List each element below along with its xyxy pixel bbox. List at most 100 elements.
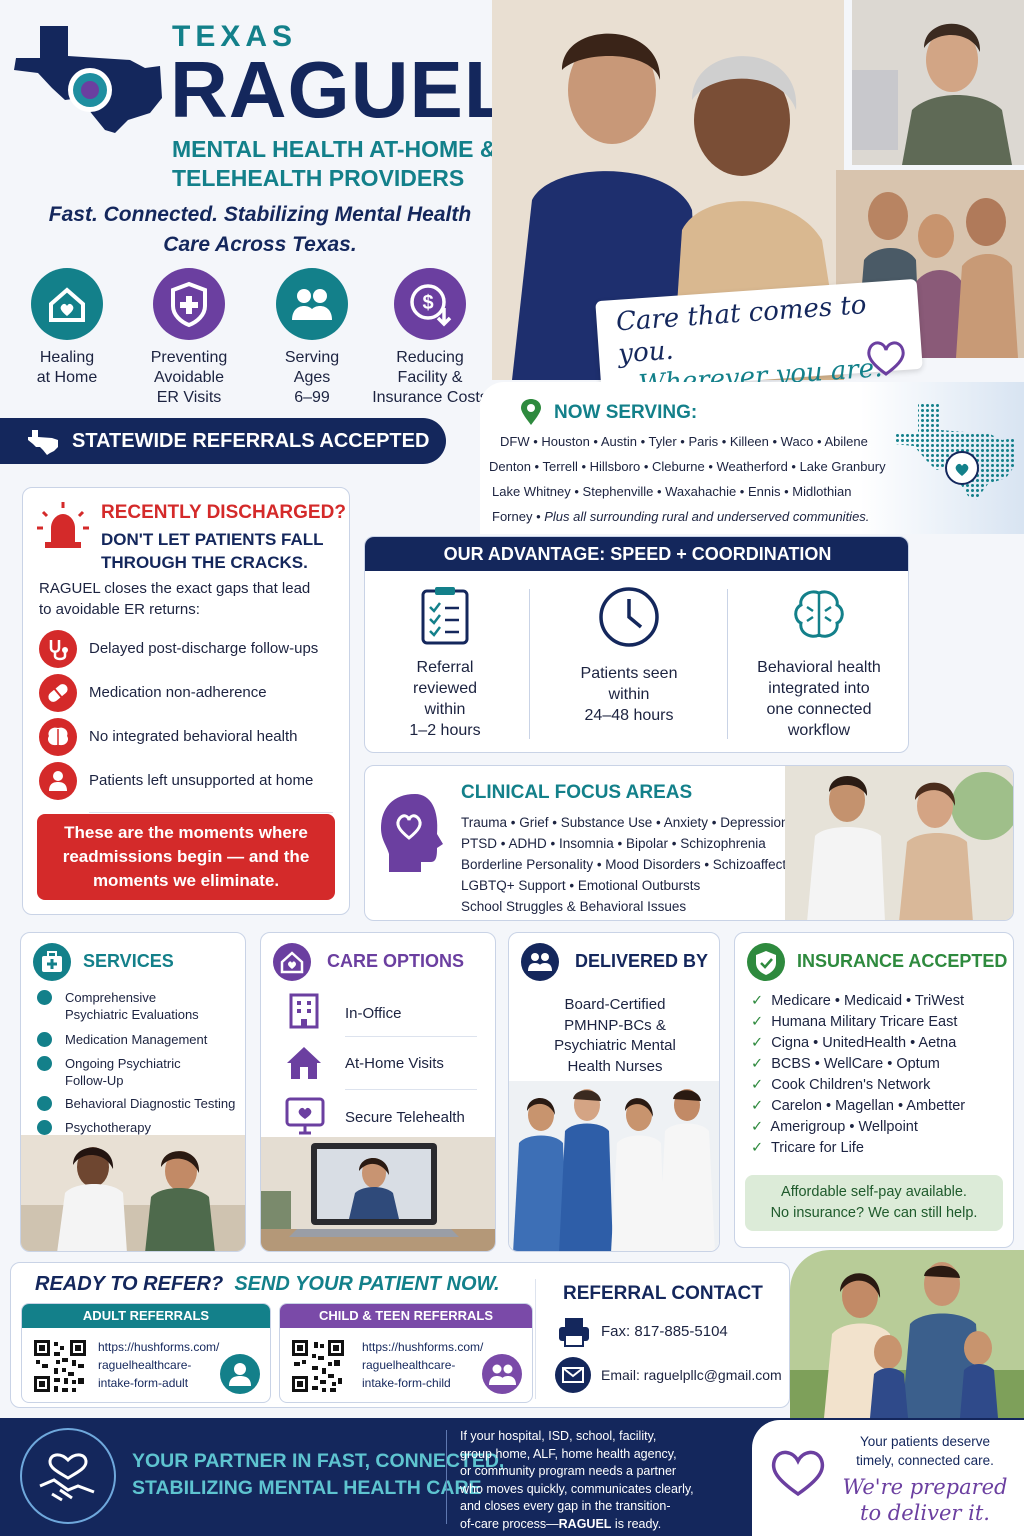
texas-mini-icon xyxy=(26,428,60,456)
fax-printer-icon xyxy=(557,1315,591,1349)
brand-subtitle: MENTAL HEALTH AT-HOME & TELEHEALTH PROVI… xyxy=(172,136,497,191)
alarm-siren-icon xyxy=(35,498,91,554)
footer-body-text: If your hospital, ISD, school, facility,… xyxy=(460,1429,694,1531)
advantage-card: OUR ADVANTAGE: SPEED + COORDINATION Refe… xyxy=(364,536,909,753)
clinical-list: Trauma • Grief • Substance Use • Anxiety… xyxy=(461,815,804,914)
head-heart-icon xyxy=(375,788,451,878)
check-icon xyxy=(37,1056,52,1071)
brand-state-label: TEXAS xyxy=(172,20,298,53)
brand-name: RAGUEL xyxy=(170,45,514,134)
stethoscope-icon xyxy=(39,630,77,668)
insurance-list: ✓ Medicare • Medicaid • TriWest ✓ Humana… xyxy=(751,993,966,1156)
check-icon: ✓ xyxy=(751,1140,764,1156)
insurance-card: INSURANCE ACCEPTED ✓ Medicare • Medicaid… xyxy=(734,932,1014,1248)
qr-code-child[interactable] xyxy=(290,1338,346,1394)
list-item: Medication Management xyxy=(35,1031,245,1055)
monitor-heart-icon xyxy=(285,1097,325,1135)
heart-outline-large-icon xyxy=(766,1444,830,1500)
check-icon: ✓ xyxy=(751,1014,764,1030)
outdoor-family-photo xyxy=(790,1250,1024,1418)
adult-form-link[interactable]: https://hushforms.com/raguelhealthcare-i… xyxy=(98,1340,220,1390)
discharged-card: RECENTLY DISCHARGED? DON'T LET PATIENTS … xyxy=(22,487,350,915)
home-heart-icon xyxy=(31,268,103,340)
handshake-heart-icon xyxy=(20,1428,116,1524)
email-icon xyxy=(555,1357,591,1393)
teen-laptop-photo xyxy=(852,0,1024,165)
check-icon xyxy=(37,1032,52,1047)
heart-outline-icon xyxy=(862,336,910,378)
statewide-banner: STATEWIDE REFERRALS ACCEPTED xyxy=(0,418,446,464)
check-icon xyxy=(37,1096,52,1111)
list-item: Behavioral Diagnostic Testing xyxy=(35,1095,245,1119)
list-item: Medication non-adherence xyxy=(37,672,337,716)
house-icon xyxy=(285,1043,323,1081)
clock-icon xyxy=(597,585,661,649)
telehealth-laptop-photo xyxy=(261,1137,495,1251)
pill-icon xyxy=(39,674,77,712)
team-icon xyxy=(521,943,559,981)
home-heart-small-icon xyxy=(273,943,311,981)
person-icon xyxy=(39,762,77,800)
child-referral-box: CHILD & TEEN REFERRALS https://hushforms… xyxy=(279,1303,533,1403)
clipboard-icon xyxy=(417,585,473,647)
refer-title: READY TO REFER? SEND YOUR PATIENT NOW. xyxy=(35,1273,500,1295)
services-photo xyxy=(21,1135,245,1251)
gap-list: Delayed post-discharge follow-ups Medica… xyxy=(37,628,337,813)
check-icon: ✓ xyxy=(751,1056,764,1072)
care-team-photo xyxy=(509,1081,719,1251)
check-icon: ✓ xyxy=(751,1035,764,1051)
texas-dotted-map-icon xyxy=(890,398,1020,508)
self-pay-callout: Affordable self-pay available.No insuran… xyxy=(745,1175,1003,1231)
check-icon: ✓ xyxy=(751,1077,764,1093)
list-item: Patients left unsupported at home xyxy=(37,760,337,804)
shield-plus-icon xyxy=(153,268,225,340)
location-pin-icon xyxy=(520,398,542,426)
adult-referral-box: ADULT REFERRALS https://hushforms.com/ra… xyxy=(21,1303,271,1403)
child-people-icon xyxy=(482,1354,522,1394)
office-building-icon xyxy=(287,993,321,1029)
qr-code-adult[interactable] xyxy=(32,1338,88,1394)
email-address[interactable]: Email: raguelpllc@gmail.com xyxy=(601,1367,782,1383)
clinical-card: CLINICAL FOCUS AREAS Trauma • Grief • Su… xyxy=(364,765,1014,921)
child-form-link[interactable]: https://hushforms.com/raguelhealthcare-i… xyxy=(362,1340,484,1390)
medical-kit-icon xyxy=(33,943,71,981)
people-icon xyxy=(276,268,348,340)
check-icon xyxy=(37,990,52,1005)
list-item: Delayed post-discharge follow-ups xyxy=(37,628,337,672)
footer-partner-statement: YOUR PARTNER IN FAST, CONNECTED,STABILIZ… xyxy=(132,1450,505,1499)
shield-check-icon xyxy=(747,943,785,981)
brain-icon xyxy=(39,718,77,756)
svg-text:$: $ xyxy=(422,292,433,314)
brain-network-icon xyxy=(787,585,851,647)
advantage-title: OUR ADVANTAGE: SPEED + COORDINATION xyxy=(365,537,908,571)
fax-number[interactable]: Fax: 817-885-5104 xyxy=(601,1323,728,1340)
check-icon: ✓ xyxy=(751,993,764,1009)
clinician-consult-photo xyxy=(785,766,1013,920)
adult-person-icon xyxy=(220,1354,260,1394)
brand-tagline: Fast. Connected. Stabilizing Mental Heal… xyxy=(48,203,472,256)
check-icon xyxy=(37,1120,52,1135)
check-icon: ✓ xyxy=(751,1119,764,1135)
check-icon: ✓ xyxy=(751,1098,764,1114)
texas-logo xyxy=(10,18,170,138)
list-item: No integrated behavioral health xyxy=(37,716,337,760)
